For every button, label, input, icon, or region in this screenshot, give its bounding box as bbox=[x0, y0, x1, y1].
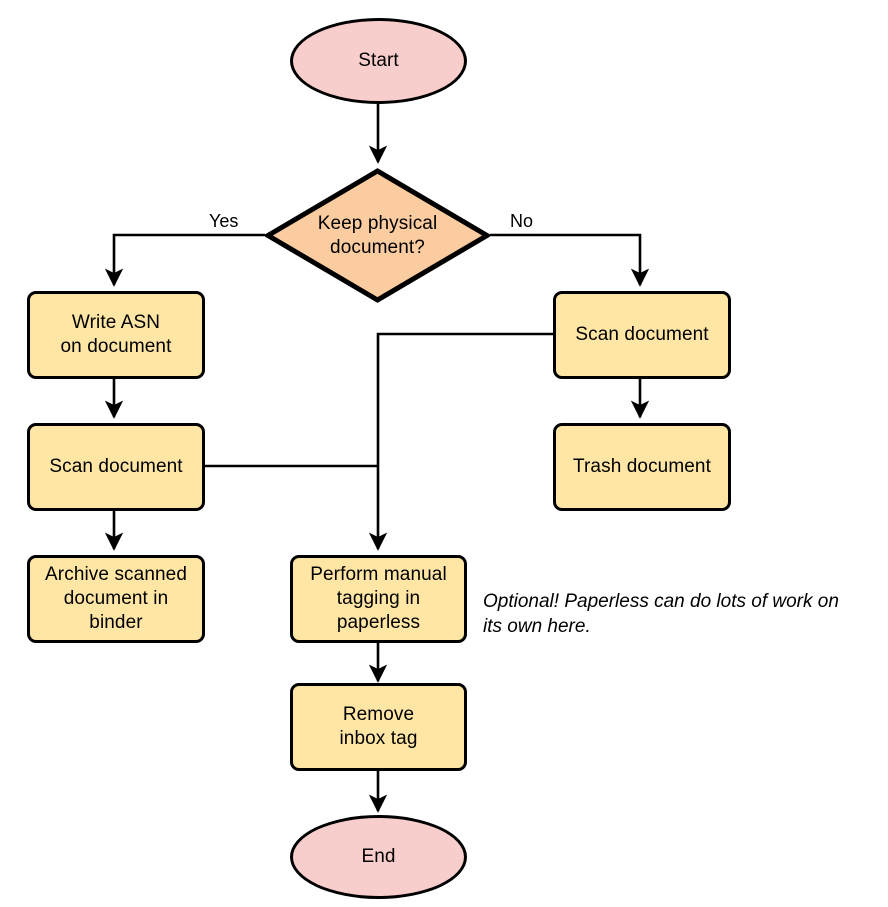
node-archive-label-line2: document in bbox=[63, 588, 169, 609]
edge-decision-yes bbox=[104, 233, 265, 287]
node-scan-document-right[interactable]: Scan document bbox=[553, 291, 731, 379]
node-decision-keep-physical-document[interactable]: Keep physical document? bbox=[265, 168, 490, 303]
node-remove-tag-label: Remove inbox tag bbox=[339, 703, 417, 751]
node-remove-tag-label-line2: inbox tag bbox=[339, 728, 418, 749]
edge-scanright-to-tagging bbox=[368, 332, 553, 551]
annotation-optional-line1: Optional! Paperless can do lots of work … bbox=[483, 591, 839, 612]
node-write-asn[interactable]: Write ASN on document bbox=[27, 291, 205, 379]
node-archive-label-line3: binder bbox=[89, 612, 143, 633]
diamond-shape bbox=[265, 168, 490, 303]
edge-decision-no bbox=[490, 233, 650, 287]
node-scan-document-left-label: Scan document bbox=[49, 456, 183, 477]
annotation-optional-line2: its own here. bbox=[483, 616, 591, 637]
node-remove-tag-label-line1: Remove bbox=[342, 704, 415, 725]
edge-label-no: No bbox=[510, 211, 534, 231]
node-tagging-label-line2: tagging in bbox=[336, 588, 421, 609]
node-archive-label: Archive scanned document in binder bbox=[45, 563, 187, 635]
node-start-label: Start bbox=[358, 50, 399, 71]
node-trash-document-label: Trash document bbox=[573, 456, 711, 477]
node-tagging-label-line3: paperless bbox=[336, 612, 421, 633]
node-remove-inbox-tag[interactable]: Remove inbox tag bbox=[290, 683, 467, 771]
node-archive-label-line1: Archive scanned bbox=[45, 564, 187, 585]
node-tagging-label-line1: Perform manual bbox=[310, 564, 447, 585]
node-write-asn-label-line1: Write ASN bbox=[71, 312, 161, 333]
node-perform-manual-tagging[interactable]: Perform manual tagging in paperless bbox=[290, 555, 467, 643]
annotation-optional-note: Optional! Paperless can do lots of work … bbox=[483, 589, 883, 639]
node-decision-label: Keep physical document? bbox=[318, 212, 438, 260]
node-decision-label-line1: Keep physical bbox=[317, 212, 438, 234]
node-end-label: End bbox=[361, 846, 396, 867]
node-start[interactable]: Start bbox=[290, 18, 467, 104]
edge-label-yes: Yes bbox=[209, 211, 239, 231]
node-archive-scanned-document[interactable]: Archive scanned document in binder bbox=[27, 555, 205, 643]
node-scan-document-left[interactable]: Scan document bbox=[27, 423, 205, 511]
node-write-asn-label-line2: on document bbox=[60, 336, 172, 357]
node-scan-document-right-label: Scan document bbox=[575, 324, 709, 345]
node-write-asn-label: Write ASN on document bbox=[61, 311, 172, 359]
node-trash-document[interactable]: Trash document bbox=[553, 423, 731, 511]
node-decision-label-line2: document? bbox=[330, 236, 425, 258]
node-tagging-label: Perform manual tagging in paperless bbox=[310, 563, 447, 635]
node-end[interactable]: End bbox=[290, 815, 467, 899]
